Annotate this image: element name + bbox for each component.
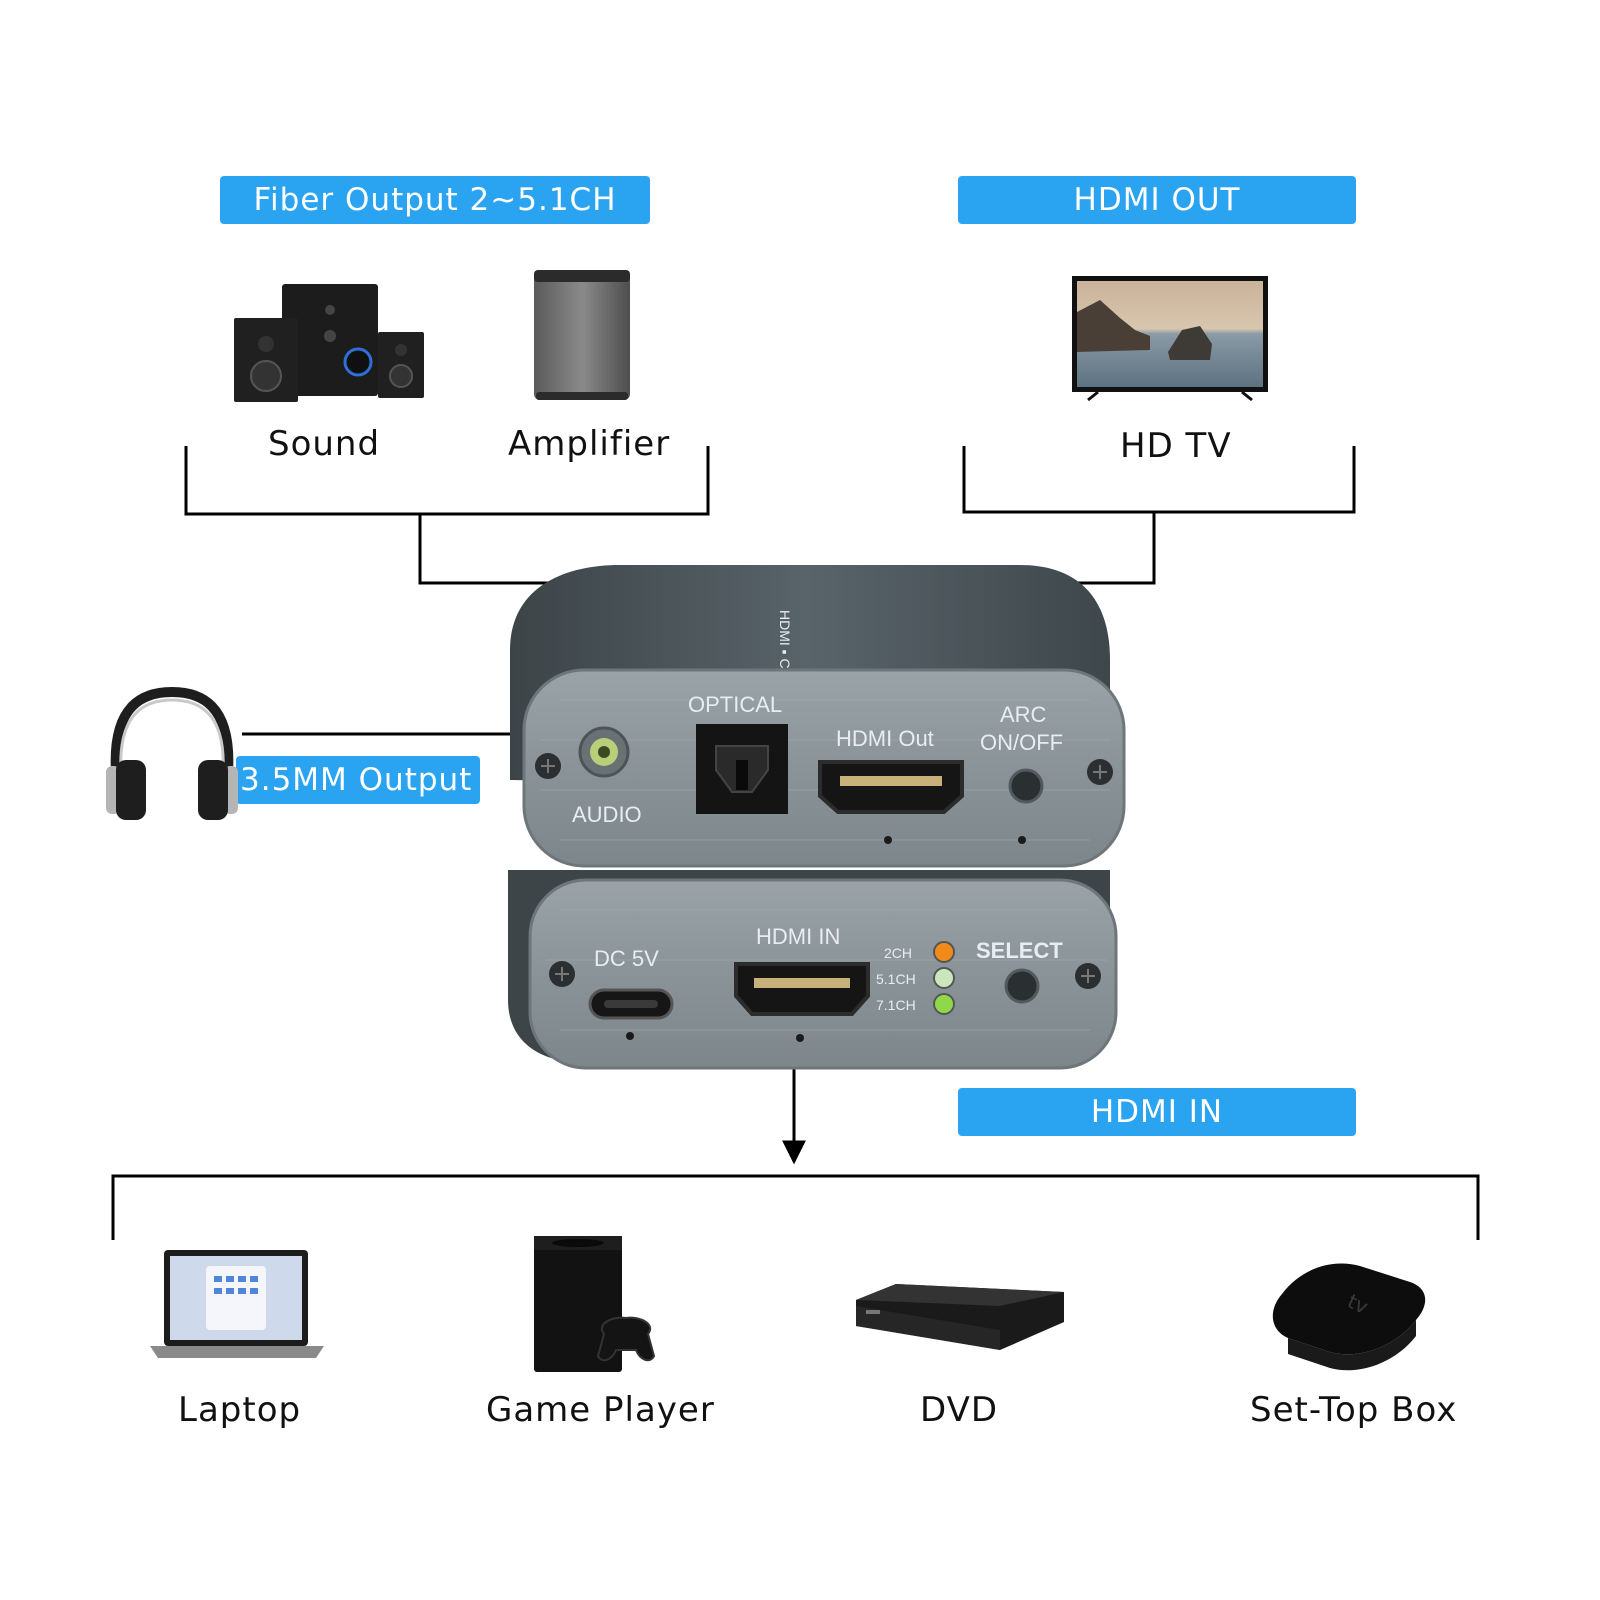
hdmi-in-port-label: HDMI IN (756, 924, 840, 949)
arc-label: ARC (1000, 702, 1047, 727)
converter-device: HDMI ▪ CONVERTER AUDIO OPTICAL HDMI Out … (508, 565, 1126, 1070)
dvd-label: DVD (920, 1390, 999, 1430)
hdtv-label: HD TV (1120, 426, 1232, 466)
led-51ch-icon (933, 967, 955, 989)
dvd-player-icon (856, 1284, 1064, 1350)
select-button[interactable] (1004, 968, 1040, 1004)
settop-box-icon: tv (1272, 1263, 1426, 1371)
amplifier-label: Amplifier (508, 424, 671, 464)
indicator-hole (884, 836, 892, 844)
tv-icon (1072, 276, 1268, 402)
settop-label: Set-Top Box (1250, 1390, 1458, 1430)
hdmi-out-tag: HDMI OUT (958, 176, 1356, 224)
hdmi-out-port-label: HDMI Out (836, 726, 934, 751)
arc-button[interactable] (1008, 768, 1044, 804)
sound-label: Sound (268, 424, 381, 464)
indicator-hole (796, 1034, 804, 1042)
headphone-output-tag: 3.5MM Output (236, 756, 480, 804)
ch2-label: 2CH (884, 945, 912, 961)
speaker-set-icon (234, 284, 424, 402)
hdmi-in-port-icon (734, 962, 870, 1016)
audio-label: AUDIO (572, 802, 642, 827)
hdmi-in-tag: HDMI IN (958, 1088, 1356, 1136)
amplifier-icon (534, 270, 630, 400)
headphones-icon (106, 686, 238, 820)
game-player-label: Game Player (486, 1390, 715, 1430)
arc-onoff-label: ON/OFF (980, 730, 1063, 755)
game-console-icon (534, 1236, 656, 1372)
led-71ch-icon (933, 993, 955, 1015)
ch51-label: 5.1CH (876, 971, 916, 987)
indicator-hole (1018, 836, 1026, 844)
select-label: SELECT (976, 938, 1063, 963)
source-bracket (111, 1174, 1480, 1240)
indicator-hole (626, 1032, 634, 1040)
led-2ch-icon (933, 941, 955, 963)
laptop-label: Laptop (178, 1390, 302, 1430)
dc-label: DC 5V (594, 946, 659, 971)
fiber-output-tag: Fiber Output 2~5.1CH (220, 176, 650, 224)
ch71-label: 7.1CH (876, 997, 916, 1013)
optical-label: OPTICAL (688, 692, 782, 717)
hdmi-out-port-icon (818, 760, 964, 814)
laptop-icon (150, 1250, 324, 1358)
